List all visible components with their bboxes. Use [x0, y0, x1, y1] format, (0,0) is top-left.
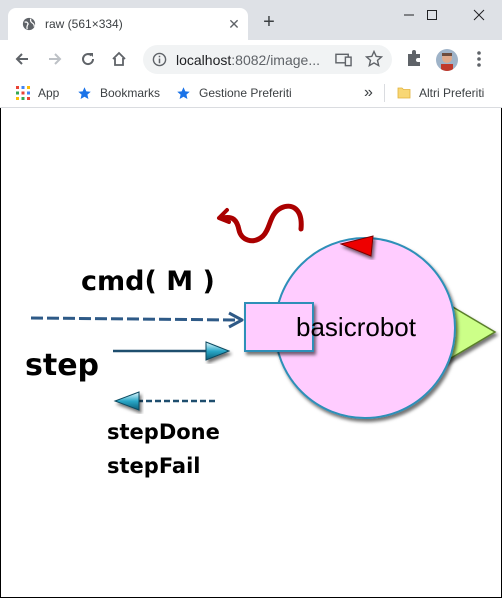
- close-window-button[interactable]: [456, 0, 502, 30]
- arrow-left-icon: [15, 53, 28, 65]
- minimize-icon: [404, 14, 414, 16]
- input-port-box: [244, 302, 314, 352]
- minimize-button[interactable]: [386, 0, 432, 30]
- reply-arrowhead-shape: [113, 391, 140, 411]
- tab-strip: raw (561×334) ✕ +: [0, 0, 502, 40]
- cmd-label: cmd( M ): [81, 266, 215, 297]
- browser-tab[interactable]: raw (561×334) ✕: [8, 8, 248, 40]
- squiggle-arrowhead-shape: [217, 208, 231, 224]
- overflow-chevron-icon: »: [364, 84, 373, 101]
- red-triangle-shape: [339, 235, 374, 257]
- page-content: cmd( M ) step stepDone stepFail basicrob…: [0, 108, 502, 598]
- bookmark-other-folder[interactable]: Altri Preferiti: [397, 78, 484, 108]
- home-icon: [112, 51, 126, 66]
- close-icon: [473, 9, 485, 21]
- bookmark-label: Gestione Preferiti: [199, 86, 292, 100]
- star-icon: [78, 86, 91, 99]
- bookmarks-divider: [384, 78, 385, 108]
- bookmark-label: Altri Preferiti: [419, 86, 485, 100]
- forward-button[interactable]: [45, 49, 65, 69]
- url-path: :8082/image...: [231, 52, 320, 68]
- arrow-right-icon: [49, 53, 62, 65]
- tab-title: raw (561×334): [45, 17, 123, 31]
- reload-icon: [82, 53, 95, 66]
- globe-icon: [22, 17, 36, 31]
- bookmark-gestione-preferiti[interactable]: Gestione Preferiti: [176, 78, 292, 108]
- avatar[interactable]: [436, 49, 458, 71]
- apps-grid-icon: [16, 86, 30, 100]
- robot-name-label: basicrobot: [296, 312, 416, 342]
- folder-icon: [397, 87, 411, 99]
- bookmarks-overflow-button[interactable]: »: [364, 78, 373, 108]
- step-label: step: [25, 348, 100, 383]
- bookmark-bookmarks[interactable]: Bookmarks: [77, 78, 160, 108]
- maximize-icon: [427, 10, 437, 20]
- puzzle-extension-icon[interactable]: [405, 49, 423, 67]
- back-button[interactable]: [12, 49, 32, 69]
- step-arrowhead-shape: [205, 341, 231, 361]
- basicrobot-diagram: [30, 203, 497, 419]
- bookmark-label: App: [38, 86, 60, 100]
- star-icon: [177, 86, 190, 99]
- url-text[interactable]: localhost:8082/image...: [176, 52, 320, 68]
- bookmark-apps[interactable]: App: [16, 78, 59, 108]
- cmd-dashed-line: [30, 316, 238, 322]
- new-tab-button[interactable]: +: [263, 11, 275, 33]
- bookmark-label: Bookmarks: [100, 86, 161, 100]
- close-tab-icon[interactable]: ✕: [228, 16, 240, 32]
- address-bar[interactable]: localhost:8082/image...: [143, 45, 392, 74]
- step-fail-label: stepFail: [107, 454, 201, 478]
- url-host: localhost: [176, 52, 232, 68]
- reload-button[interactable]: [78, 49, 98, 69]
- squiggle-arrow-shape: [220, 203, 304, 244]
- home-button[interactable]: [109, 49, 129, 69]
- step-done-label: stepDone: [107, 420, 220, 444]
- cast-icon[interactable]: [335, 52, 352, 67]
- cmd-arrowhead-shape: [228, 311, 244, 329]
- profile-photo-icon: [436, 49, 458, 71]
- bookmark-star-icon[interactable]: [365, 50, 383, 68]
- maximize-button[interactable]: [409, 0, 455, 30]
- more-vert-icon[interactable]: [471, 48, 487, 70]
- info-icon[interactable]: [152, 52, 167, 67]
- bookmarks-bar: App Bookmarks Gestione Preferiti » Altri…: [0, 78, 502, 108]
- browser-toolbar: localhost:8082/image...: [0, 40, 502, 78]
